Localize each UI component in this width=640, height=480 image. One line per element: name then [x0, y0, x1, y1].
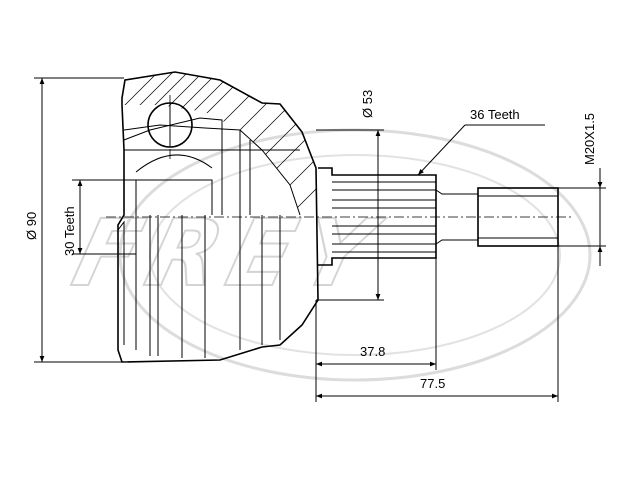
spline-shaft [318, 167, 559, 266]
dim-outer-diameter-label: Ø 90 [24, 212, 39, 240]
dim-total-length-label: 77.5 [420, 376, 445, 391]
dim-shaft-diameter: Ø 53 [316, 90, 384, 301]
dim-thread: M20X1.5 [558, 113, 606, 266]
dim-outer-teeth-label: 36 Teeth [470, 107, 520, 122]
dim-inner-teeth: 30 Teeth [62, 179, 136, 256]
dim-outer-teeth: 36 Teeth [417, 107, 545, 176]
dim-shaft-diameter-label: Ø 53 [360, 90, 375, 118]
dim-spline-length: 37.8 [315, 258, 437, 402]
dim-total-length: 77.5 [316, 246, 559, 402]
dim-spline-length-label: 37.8 [360, 344, 385, 359]
dim-outer-diameter: Ø 90 [24, 77, 124, 363]
dim-thread-label: M20X1.5 [582, 113, 597, 165]
dim-inner-teeth-label: 30 Teeth [62, 206, 77, 256]
